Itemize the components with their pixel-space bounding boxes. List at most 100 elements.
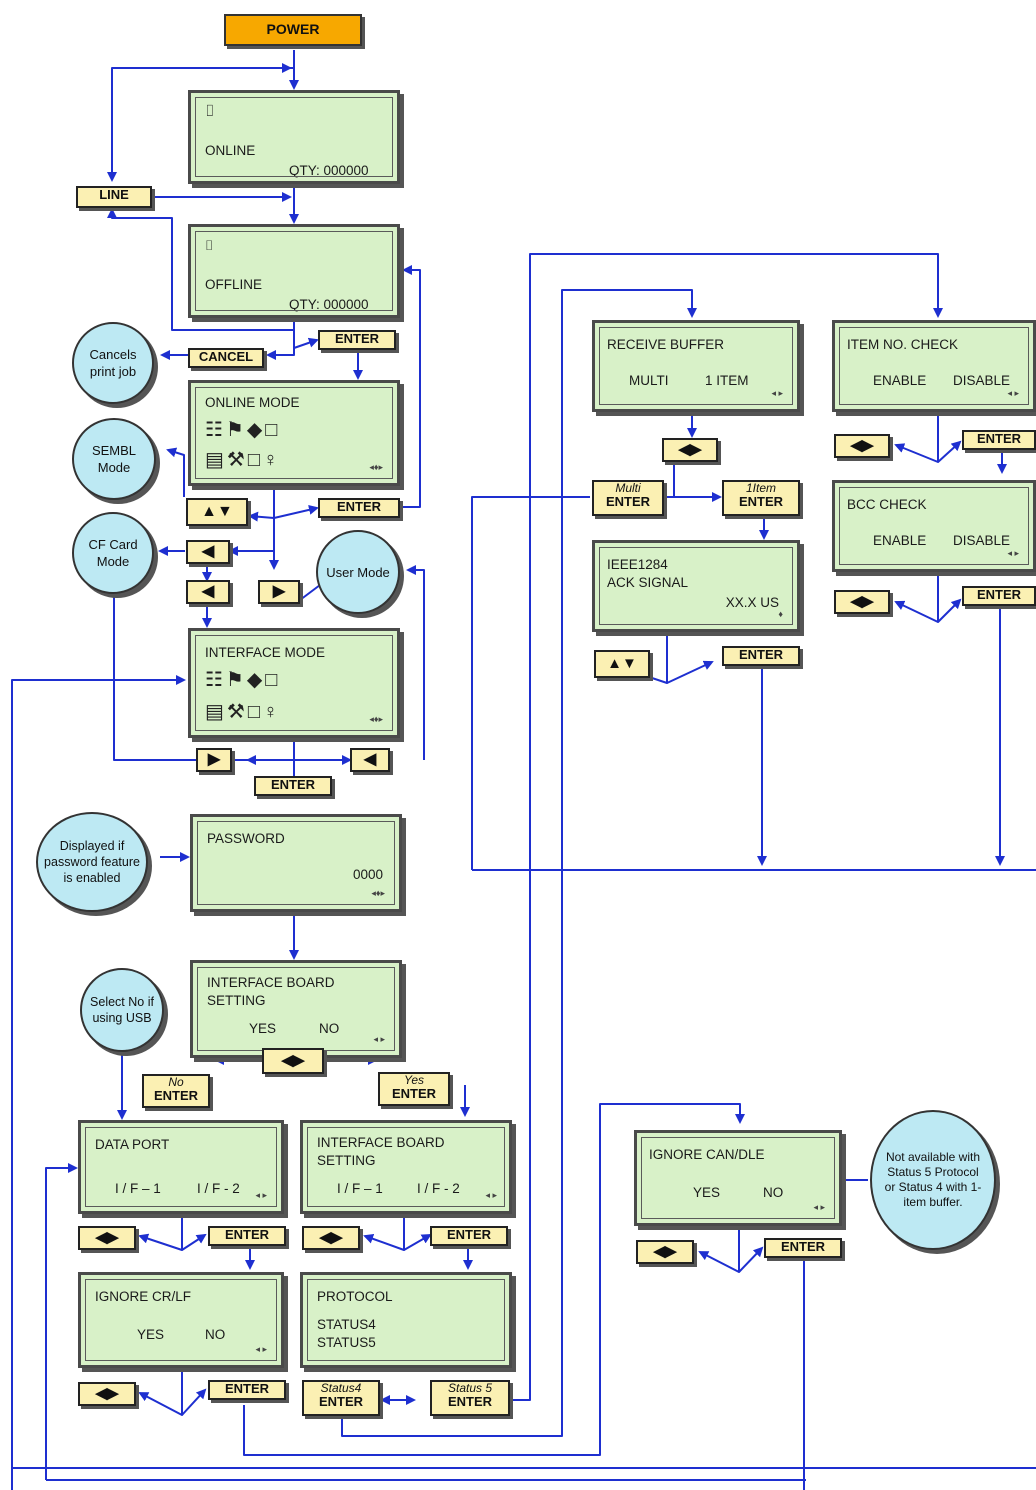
left-key-1[interactable]: ◀ [186, 540, 230, 564]
enter-key-interface-mode[interactable]: ENTER [254, 776, 332, 796]
status4-label: Status4 [320, 1381, 362, 1395]
enter-key-item-no[interactable]: ENTER [962, 430, 1036, 450]
option-disable: DISABLE [953, 373, 1011, 388]
interface-board-setting-screen: INTERFACE BOARD SETTING I / F – 1 I / F … [300, 1120, 512, 1214]
password-title: PASSWORD [207, 831, 285, 846]
offline-label: OFFLINE [205, 277, 263, 292]
ignore-candle-screen: IGNORE CAN/DLE YES NO ◂ ▸ [634, 1130, 842, 1226]
ignore-candle-title: IGNORE CAN/DLE [649, 1147, 765, 1162]
receive-buffer-screen: RECEIVE BUFFER MULTI 1 ITEM ◂ ▸ [592, 320, 800, 412]
option-if-2: I / F - 2 [197, 1181, 240, 1196]
bcc-check-title: BCC CHECK [847, 497, 927, 512]
one-item-enter-key[interactable]: 1Item ENTER [722, 480, 800, 516]
status4-enter-key[interactable]: Status4 ENTER [302, 1380, 380, 1416]
right-key-interface[interactable]: ▶ [196, 748, 232, 772]
up-down-key-ieee[interactable]: ▲▼ [594, 650, 650, 678]
option-if-1: I / F – 1 [115, 1181, 161, 1196]
sembl-mode-circle[interactable]: SEMBL Mode [72, 418, 156, 500]
online-mode-screen: ONLINE MODE ☷⚑◆□ ▤⚒□♀ ◂♦▸ [188, 380, 400, 486]
option-enable: ENABLE [873, 533, 927, 548]
enter-label: ENTER [153, 1088, 199, 1103]
receive-buffer-title: RECEIVE BUFFER [607, 337, 725, 352]
navigation-arrows: ◂ ▸ [255, 1190, 267, 1200]
option-no: NO [763, 1185, 784, 1200]
left-key-2[interactable]: ◀ [186, 580, 230, 604]
status5-label: Status 5 [447, 1381, 493, 1395]
navigation-arrows: ◂♦▸ [369, 714, 383, 724]
left-right-key-bcc[interactable]: ◀▶ [834, 590, 890, 614]
offline-screen: ⌷ OFFLINE QTY: 000000 [188, 224, 400, 318]
line-key[interactable]: LINE [76, 186, 152, 208]
enter-key-crlf[interactable]: ENTER [208, 1380, 286, 1400]
option-yes: YES [249, 1021, 277, 1036]
enter-label: ENTER [738, 494, 784, 509]
option-no: NO [205, 1327, 226, 1342]
interface-board-screen: INTERFACE BOARD SETTING YES NO ◂ ▸ [190, 960, 402, 1058]
connector-paths [11, 50, 1036, 1490]
data-port-title: DATA PORT [95, 1137, 170, 1152]
interface-mode-title: INTERFACE MODE [205, 645, 326, 660]
user-mode-circle[interactable]: User Mode [316, 530, 400, 614]
cf-card-mode-circle[interactable]: CF Card Mode [72, 512, 154, 594]
yes-enter-key[interactable]: Yes ENTER [378, 1072, 450, 1106]
item-no-check-screen: ITEM NO. CHECK ENABLE DISABLE ◂ ▸ [832, 320, 1036, 412]
up-down-key[interactable]: ▲▼ [186, 498, 248, 526]
navigation-arrows: ◂ ▸ [1007, 548, 1019, 558]
right-key-user-mode[interactable]: ▶ [258, 580, 300, 604]
interface-mode-screen: INTERFACE MODE ☷⚑◆□ ▤⚒□♀ ◂♦▸ [188, 628, 400, 738]
ack-signal-label: ACK SIGNAL [607, 575, 689, 590]
no-enter-key[interactable]: No ENTER [142, 1074, 210, 1108]
status-icon: ⌷ [205, 103, 218, 120]
enter-key-offline[interactable]: ENTER [318, 330, 396, 350]
navigation-arrows: ◂ ▸ [813, 1202, 825, 1212]
navigation-arrows: ◂♦▸ [371, 888, 385, 898]
ieee1284-screen: IEEE1284 ACK SIGNAL XX.X US ♦ [592, 540, 800, 632]
mode-icons-row-2: ▤⚒□♀ [205, 701, 281, 723]
password-screen: PASSWORD 0000 ◂♦▸ [190, 814, 402, 912]
left-right-key-board-setting[interactable]: ◀▶ [302, 1226, 360, 1250]
enter-key-online-mode[interactable]: ENTER [318, 498, 400, 518]
navigation-arrows: ♦ [778, 609, 783, 619]
protocol-screen: PROTOCOL STATUS4 STATUS5 [300, 1272, 512, 1368]
enter-key-candle[interactable]: ENTER [764, 1238, 842, 1258]
enter-key-board-setting[interactable]: ENTER [430, 1226, 508, 1246]
left-key-interface[interactable]: ◀ [350, 748, 390, 772]
left-right-key-item-no[interactable]: ◀▶ [834, 434, 890, 458]
enter-label: ENTER [447, 1394, 493, 1409]
enter-key-data-port[interactable]: ENTER [208, 1226, 286, 1246]
cancel-key[interactable]: CANCEL [188, 348, 264, 368]
left-right-key-candle[interactable]: ◀▶ [636, 1240, 694, 1264]
power-button[interactable]: POWER [224, 14, 362, 46]
left-right-key-board[interactable]: ◀▶ [262, 1048, 324, 1074]
ack-signal-value: XX.X US [725, 595, 779, 610]
interface-board-title-1: INTERFACE BOARD [207, 975, 335, 990]
option-yes: YES [693, 1185, 721, 1200]
interface-board-title-1: INTERFACE BOARD [317, 1135, 445, 1150]
left-right-key-crlf[interactable]: ◀▶ [78, 1382, 136, 1406]
multi-enter-key[interactable]: Multi ENTER [592, 480, 664, 516]
protocol-title: PROTOCOL [317, 1289, 393, 1304]
offline-qty: QTY: 000000 [289, 297, 369, 312]
navigation-arrows: ◂♦▸ [369, 462, 383, 472]
data-port-screen: DATA PORT I / F – 1 I / F - 2 ◂ ▸ [78, 1120, 284, 1214]
option-status4: STATUS4 [317, 1317, 376, 1332]
navigation-arrows: ◂ ▸ [373, 1034, 385, 1044]
interface-board-title-2: SETTING [207, 993, 266, 1008]
left-right-key-data-port[interactable]: ◀▶ [78, 1226, 136, 1250]
online-mode-title: ONLINE MODE [205, 395, 300, 410]
bcc-check-screen: BCC CHECK ENABLE DISABLE ◂ ▸ [832, 480, 1036, 572]
enter-key-ieee[interactable]: ENTER [722, 646, 800, 666]
left-right-key-receive-buffer[interactable]: ◀▶ [662, 438, 718, 462]
option-if-1: I / F – 1 [337, 1181, 383, 1196]
online-label: ONLINE [205, 143, 256, 158]
option-enable: ENABLE [873, 373, 927, 388]
password-value: 0000 [352, 867, 383, 882]
option-if-2: I / F - 2 [417, 1181, 460, 1196]
enter-key-bcc[interactable]: ENTER [962, 586, 1036, 606]
online-screen: ⌷ ONLINE QTY: 000000 [188, 90, 400, 184]
status5-enter-key[interactable]: Status 5 ENTER [430, 1380, 510, 1416]
enter-label: ENTER [605, 494, 651, 509]
mode-icons-row-1: ☷⚑◆□ [205, 419, 281, 441]
